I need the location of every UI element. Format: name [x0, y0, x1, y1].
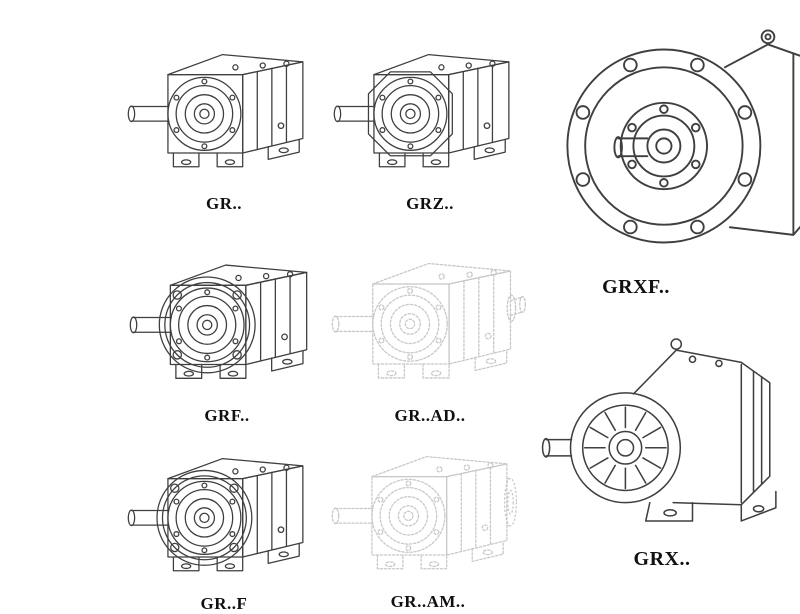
figure-label-gr: GR.. [206, 194, 242, 213]
figure-label-grz: GRZ.. [406, 194, 454, 213]
figure-label-grad: GR..AD.. [394, 406, 466, 425]
figure-gr: GR.. [126, 22, 322, 214]
figure-grz: GRZ.. [332, 22, 528, 214]
figure-label-grx: GRX.. [633, 548, 691, 570]
figure-gram: GR..AM.. [330, 428, 526, 612]
figure-grx: GRX.. [540, 316, 784, 571]
figure-label-grf: GRF.. [204, 406, 250, 425]
figure-label-grffoot: GR..F [200, 594, 248, 613]
gram-gearbox-drawing [330, 428, 526, 590]
figure-grffoot: GR..F [126, 430, 322, 614]
figure-grxf: GRXF.. [542, 18, 800, 299]
grz-gearbox-drawing [332, 22, 528, 192]
grxf-gearbox-drawing [566, 29, 800, 244]
gr-gearbox-drawing [127, 53, 304, 168]
grx-gearbox-drawing [541, 338, 777, 522]
grad-gearbox-drawing [330, 230, 530, 404]
grffoot-gearbox-drawing [126, 430, 322, 592]
figure-label-grxf: GRXF.. [602, 276, 670, 298]
gearbox-catalog-page: GR.. GRZ.. GRXF.. GRF.. GR..AD.. GR..F G… [126, 18, 800, 613]
figure-grad: GR..AD.. [330, 230, 530, 426]
grf-gearbox-drawing [128, 232, 326, 404]
figure-grf: GRF.. [128, 232, 326, 426]
figure-label-gram: GR..AM.. [390, 592, 466, 611]
